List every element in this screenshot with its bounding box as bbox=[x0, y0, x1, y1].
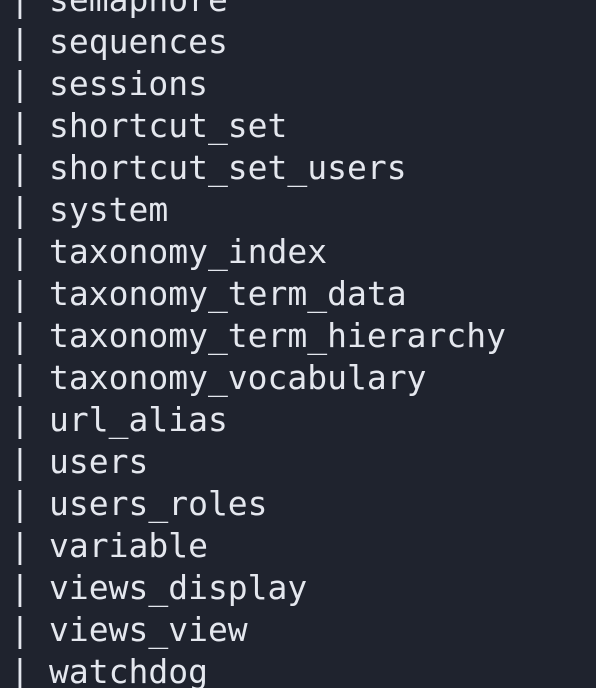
list-item: | views_display bbox=[0, 567, 506, 609]
list-item: | users_roles bbox=[0, 483, 506, 525]
table-name: users bbox=[49, 442, 149, 481]
row-separator: | bbox=[10, 106, 30, 145]
list-item: | taxonomy_term_hierarchy bbox=[0, 315, 506, 357]
table-name: sequences bbox=[49, 22, 228, 61]
list-item: | variable bbox=[0, 525, 506, 567]
table-name: users_roles bbox=[49, 484, 268, 523]
table-name: taxonomy_index bbox=[49, 232, 328, 271]
list-item: | shortcut_set_users bbox=[0, 147, 506, 189]
row-separator: | bbox=[10, 652, 30, 688]
list-item: | taxonomy_vocabulary bbox=[0, 357, 506, 399]
list-item: | shortcut_set bbox=[0, 105, 506, 147]
row-separator: | bbox=[10, 610, 30, 649]
row-separator: | bbox=[10, 526, 30, 565]
row-separator: | bbox=[10, 190, 30, 229]
row-separator: | bbox=[0, 0, 49, 21]
table-name: semaphore bbox=[49, 0, 228, 21]
row-separator: | bbox=[10, 442, 30, 481]
list-item: | sessions bbox=[0, 63, 506, 105]
table-name: shortcut_set bbox=[49, 106, 288, 145]
table-name: shortcut_set_users bbox=[49, 148, 407, 187]
row-separator: | bbox=[10, 148, 30, 187]
row-separator: | bbox=[10, 274, 30, 313]
list-item: | views_view bbox=[0, 609, 506, 651]
list-item: | semaphore bbox=[0, 0, 506, 21]
list-item: | taxonomy_index bbox=[0, 231, 506, 273]
table-name: sessions bbox=[49, 64, 208, 103]
row-separator: | bbox=[10, 316, 30, 355]
table-name: variable bbox=[49, 526, 208, 565]
list-item: | sequences bbox=[0, 21, 506, 63]
table-name: system bbox=[49, 190, 169, 229]
list-item: | system bbox=[0, 189, 506, 231]
table-name: views_view bbox=[49, 610, 248, 649]
table-name: taxonomy_vocabulary bbox=[49, 358, 427, 397]
row-separator: | bbox=[10, 484, 30, 523]
row-separator: | bbox=[10, 64, 30, 103]
row-separator: | bbox=[10, 400, 30, 439]
list-item: | taxonomy_term_data bbox=[0, 273, 506, 315]
row-separator: | bbox=[10, 22, 30, 61]
table-name: views_display bbox=[49, 568, 308, 607]
row-separator: | bbox=[10, 232, 30, 271]
table-name: watchdog bbox=[49, 652, 208, 688]
row-separator: | bbox=[10, 358, 30, 397]
list-item: | users bbox=[0, 441, 506, 483]
table-name: taxonomy_term_hierarchy bbox=[49, 316, 506, 355]
row-separator: | bbox=[10, 568, 30, 607]
table-list: | semaphore | sequences | sessions | sho… bbox=[0, 0, 506, 688]
list-item: | url_alias bbox=[0, 399, 506, 441]
list-item: | watchdog bbox=[0, 651, 506, 688]
table-name: taxonomy_term_data bbox=[49, 274, 407, 313]
table-name: url_alias bbox=[49, 400, 228, 439]
